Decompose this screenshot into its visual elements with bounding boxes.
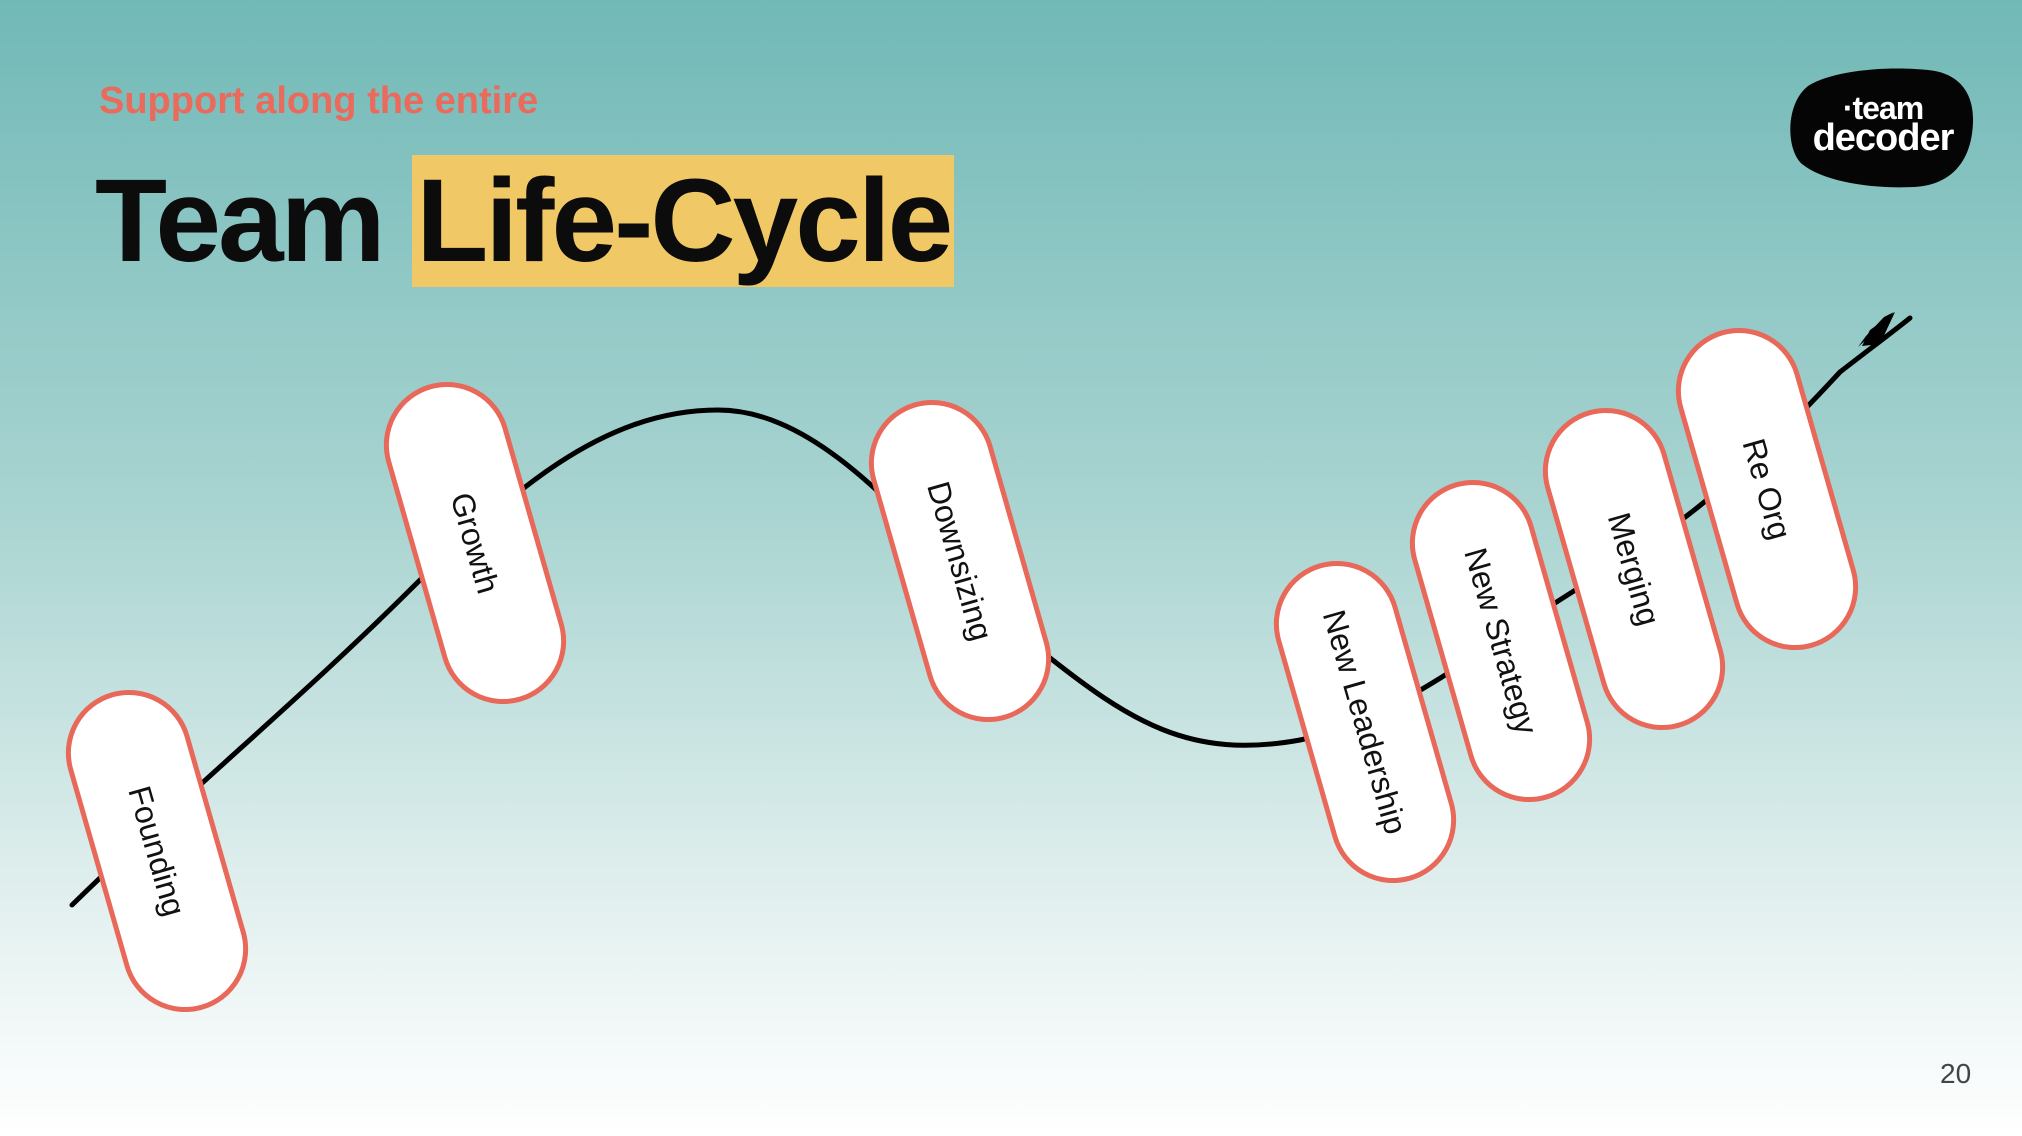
- stage-label: Downsizing: [920, 477, 1001, 645]
- page-number: 20: [1940, 1058, 1972, 1089]
- logo-blob: [1790, 68, 1974, 188]
- stage-label: Merging: [1601, 508, 1668, 630]
- logo-wordmark: ·team decoder: [1795, 90, 1971, 159]
- stage-label: New Leadership: [1316, 605, 1415, 838]
- logo-line-1: ·team: [1842, 90, 1924, 126]
- slide-subtitle: Support along the entire: [99, 80, 539, 122]
- stage-label: New Strategy: [1457, 543, 1546, 739]
- stage-label: Founding: [121, 781, 194, 920]
- arrow-head-tip: [1862, 312, 1895, 346]
- stage-label: Re Org: [1735, 434, 1799, 544]
- slide-title: Team Life-Cycle: [95, 155, 955, 287]
- title-highlight: Life-Cycle: [412, 155, 955, 287]
- title-text: Team: [95, 155, 413, 287]
- logo-line-2: decoder: [1812, 117, 1955, 159]
- team-decoder-logo: [1790, 68, 1974, 188]
- stage-label: Growth: [443, 488, 507, 598]
